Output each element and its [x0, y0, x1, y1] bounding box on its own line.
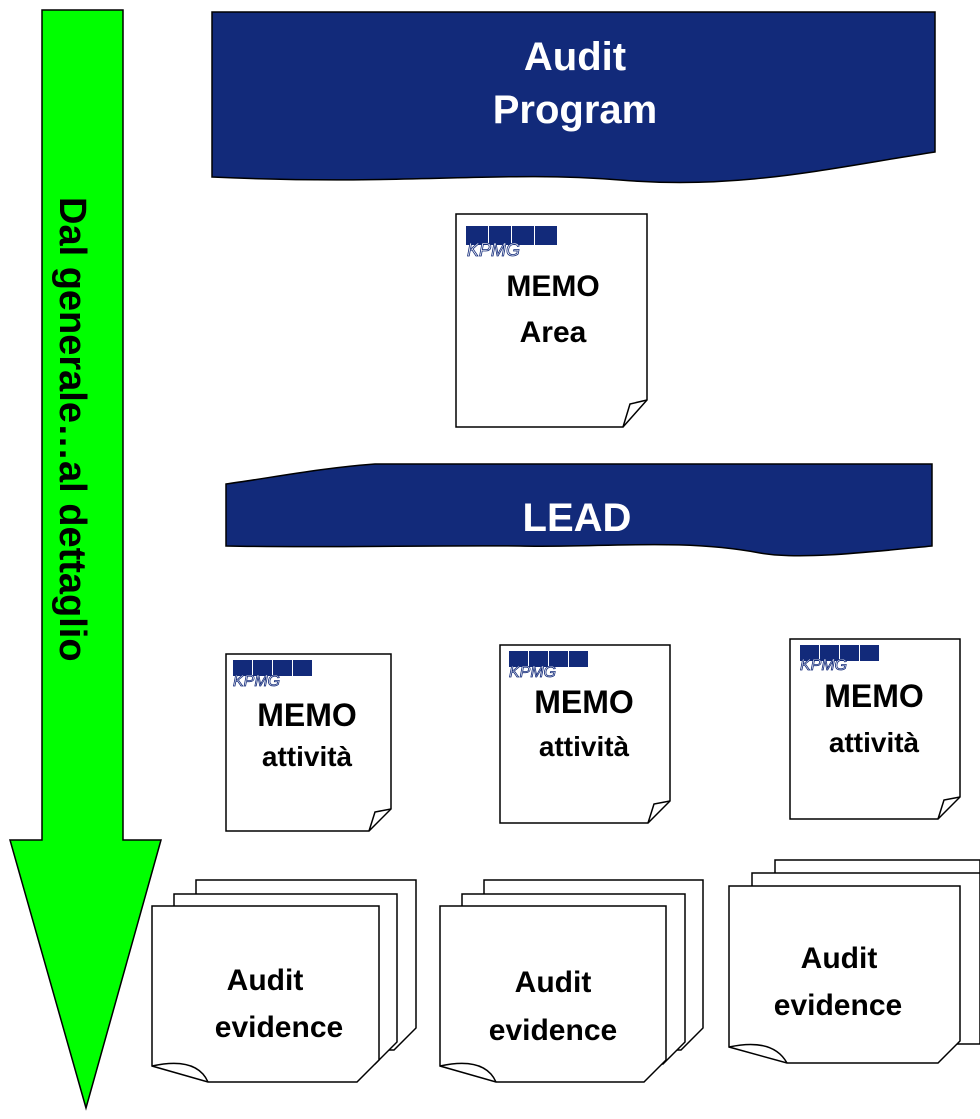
memo-area-document: KPMG MEMO Area: [455, 213, 648, 428]
evidence-line2: evidence: [489, 1014, 617, 1047]
banner-title-line1: Audit: [524, 35, 626, 79]
sheet-curl: [151, 1062, 209, 1083]
kpmg-logo: KPMG: [466, 226, 557, 260]
audit-evidence-stack-1: Audit evidence: [151, 879, 417, 1083]
memo-attivita-document-1: KPMG MEMO attività: [225, 653, 392, 832]
sheet-curl: [439, 1062, 497, 1083]
memo-area-line1: MEMO: [506, 270, 599, 303]
evidence-line1: Audit: [801, 942, 878, 975]
lead-title: LEAD: [523, 496, 632, 540]
memo-attivita-line2: attività: [262, 741, 353, 772]
kpmg-logo: KPMG: [509, 651, 588, 681]
page-curl: [368, 808, 392, 832]
document-shape: [789, 638, 961, 820]
kpmg-logo-text: KPMG: [509, 664, 556, 681]
kpmg-logo: KPMG: [233, 660, 312, 690]
evidence-line1: Audit: [515, 966, 592, 999]
audit-program-banner: Audit Program: [211, 11, 936, 184]
lead-banner: LEAD: [225, 463, 933, 557]
memo-attivita-document-3: KPMG MEMO attività: [789, 638, 961, 820]
banner-title-line2: Program: [493, 88, 658, 132]
evidence-line1: Audit: [227, 964, 304, 997]
kpmg-logo-text: KPMG: [467, 240, 520, 260]
memo-attivita-line2: attività: [829, 727, 920, 758]
page-curl: [937, 796, 961, 820]
document-shape: [499, 644, 671, 824]
lead-banner-shape: [225, 463, 933, 557]
arrow-shape: [9, 9, 162, 1111]
memo-attivita-line2: attività: [539, 731, 630, 762]
audit-evidence-stack-2: Audit evidence: [439, 879, 704, 1083]
memo-area-line2: Area: [520, 316, 587, 349]
sheet-curl: [728, 1043, 788, 1064]
detail-direction-arrow: Dal generale…al dettaglio: [9, 9, 162, 1111]
evidence-line2: evidence: [215, 1011, 343, 1044]
kpmg-logo: KPMG: [800, 645, 879, 674]
memo-attivita-line1: MEMO: [534, 684, 634, 720]
kpmg-logo-text: KPMG: [800, 657, 847, 674]
kpmg-logo-text: KPMG: [233, 673, 280, 690]
arrow-label: Dal generale…al dettaglio: [51, 197, 93, 662]
banner-shape: [211, 11, 936, 184]
memo-attivita-line1: MEMO: [257, 697, 357, 733]
memo-attivita-line1: MEMO: [824, 678, 924, 714]
evidence-line2: evidence: [774, 989, 902, 1022]
document-shape: [225, 653, 392, 832]
audit-evidence-stack-3: Audit evidence: [728, 859, 980, 1064]
document-shape: [455, 213, 648, 428]
page-curl: [622, 399, 648, 428]
page-curl: [647, 800, 671, 824]
memo-attivita-document-2: KPMG MEMO attività: [499, 644, 671, 824]
